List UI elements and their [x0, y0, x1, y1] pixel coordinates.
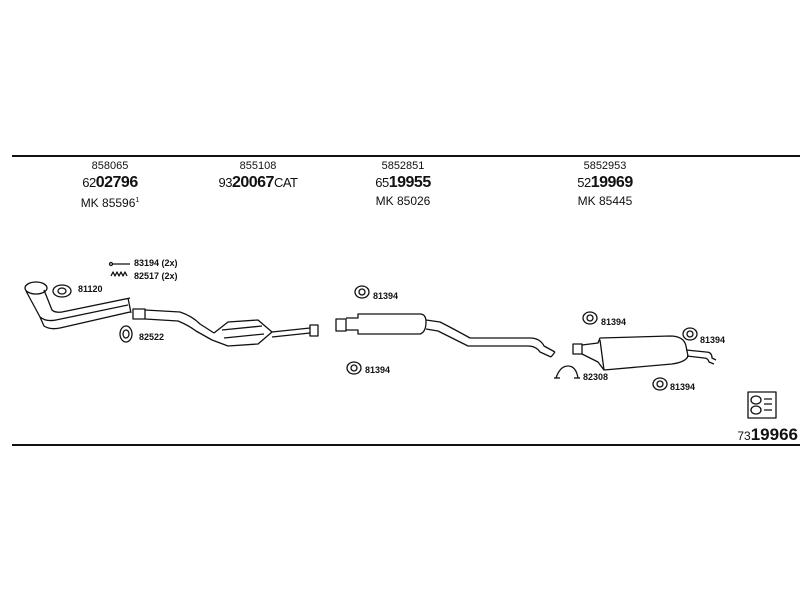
- reference-number: 5219969: [577, 174, 633, 191]
- kit-reference-number: 7319966: [737, 425, 798, 444]
- label-82522: 82522: [139, 332, 165, 342]
- mounting-kit-icon: [747, 391, 777, 419]
- label-81394-middle-top: 81394: [373, 291, 399, 301]
- clamp-82308-drawing: [554, 365, 580, 379]
- part-number: 855108: [239, 160, 277, 172]
- header-group-rear-silencer: 5852953 5219969 MK 85445: [505, 160, 705, 209]
- gasket-81120-drawing: [52, 284, 72, 298]
- header-group-front-pipe: 858065 6202796 MK 855961: [10, 160, 210, 211]
- catalyst-drawing: [132, 308, 319, 347]
- part-number: 5852851: [381, 160, 425, 172]
- mk-number: MK 85445: [577, 194, 633, 208]
- label-81120: 81120: [78, 284, 103, 294]
- bolt-83194-drawing: [108, 261, 130, 267]
- mk-number: MK 855961: [80, 196, 140, 210]
- seal-ring-82522-drawing: [119, 325, 133, 343]
- reference-number: 6519955: [375, 174, 431, 191]
- spring-82517-drawing: [110, 271, 128, 277]
- rear-silencer-drawing: [572, 335, 717, 371]
- label-81394-rear-top: 81394: [601, 317, 627, 327]
- header-group-catalyst: 855108 9320067CAT: [158, 160, 358, 193]
- top-divider: [12, 155, 800, 157]
- header-group-middle-silencer: 5852851 6519955 MK 85026: [303, 160, 503, 209]
- label-81394-rear-right: 81394: [700, 335, 726, 345]
- front-pipe-drawing: [24, 281, 132, 330]
- label-81394-rear-bottom: 81394: [670, 382, 696, 392]
- middle-silencer-drawing: [335, 313, 556, 358]
- label-81394-middle-bottom: 81394: [365, 365, 391, 375]
- part-number: 5852953: [583, 160, 627, 172]
- rubber-mount-drawing: [346, 285, 698, 391]
- bottom-divider: [12, 444, 800, 446]
- label-82517: 82517 (2x): [134, 271, 178, 281]
- label-83194: 83194 (2x): [134, 258, 178, 268]
- part-number: 858065: [91, 160, 129, 172]
- mk-number: MK 85026: [375, 194, 431, 208]
- reference-number: 9320067CAT: [218, 174, 298, 191]
- label-82308: 82308: [583, 372, 609, 382]
- reference-number: 6202796: [82, 174, 138, 191]
